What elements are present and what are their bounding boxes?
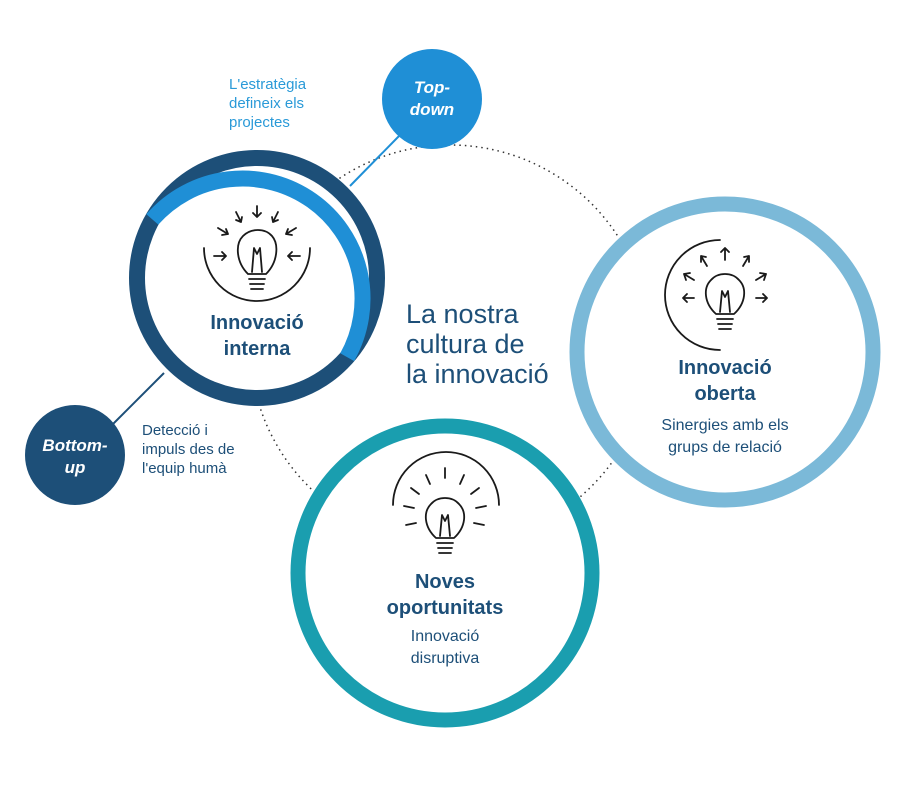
new-title-line: oportunitats — [386, 597, 504, 619]
lightbulb-arrows-inward-icon — [203, 205, 311, 302]
open-innovation-subtitle: Sinergies amb els grups de relació — [635, 415, 815, 459]
open-sub-line: grups de relació — [668, 439, 782, 456]
internal-innovation-title: Innovació interna — [177, 310, 337, 362]
new-sub-line: Innovació — [410, 628, 480, 645]
lightbulb-rays-icon — [392, 451, 500, 554]
bottom-up-bubble — [25, 405, 125, 505]
top-down-bubble — [382, 49, 482, 149]
open-innovation-title: Innovació oberta — [645, 355, 805, 407]
center-title-line: cultura de — [406, 329, 525, 359]
bottom-note-line: Detecció i — [142, 422, 208, 439]
open-title-line: oberta — [694, 383, 756, 405]
new-sub-line: disruptiva — [410, 650, 480, 667]
top-down-note: L'estratègia defineix els projectes — [229, 75, 306, 132]
top-note-line: defineix els — [229, 95, 305, 112]
bottom-up-label: Bottom- up — [30, 435, 120, 479]
bottom-up-connector — [111, 372, 165, 426]
center-title-line: La nostra — [406, 299, 519, 329]
open-sub-line: Sinergies amb els — [661, 417, 789, 434]
open-title-line: Innovació — [678, 357, 772, 379]
new-opportunities-ring — [290, 418, 600, 728]
open-innovation-ring — [569, 196, 881, 508]
bottom-up-note: Detecció i impuls des de l'equip humà — [142, 421, 235, 478]
bottom-note-line: impuls des de — [142, 441, 235, 458]
internal-innovation-ring — [129, 150, 385, 406]
top-down-label: Top- down — [392, 77, 472, 121]
bottom-up-label-line: Bottom- — [42, 436, 108, 455]
bottom-note-line: l'equip humà — [142, 460, 227, 477]
bottom-up-label-line: up — [64, 458, 86, 477]
new-opportunities-title: Noves oportunitats — [365, 569, 525, 621]
lightbulb-arrows-outward-icon — [664, 239, 768, 351]
top-note-line: L'estratègia — [229, 76, 307, 93]
center-title: La nostra cultura de la innovació — [406, 299, 549, 389]
new-opportunities-subtitle: Innovació disruptiva — [375, 626, 515, 670]
top-down-connector — [349, 134, 401, 187]
top-note-line: projectes — [229, 114, 290, 131]
new-title-line: Noves — [414, 571, 476, 593]
internal-title-line: Innovació — [210, 312, 304, 334]
center-title-line: la innovació — [406, 359, 549, 389]
top-down-label-line: down — [409, 100, 455, 119]
internal-title-line: interna — [223, 338, 291, 360]
top-down-label-line: Top- — [413, 78, 451, 97]
